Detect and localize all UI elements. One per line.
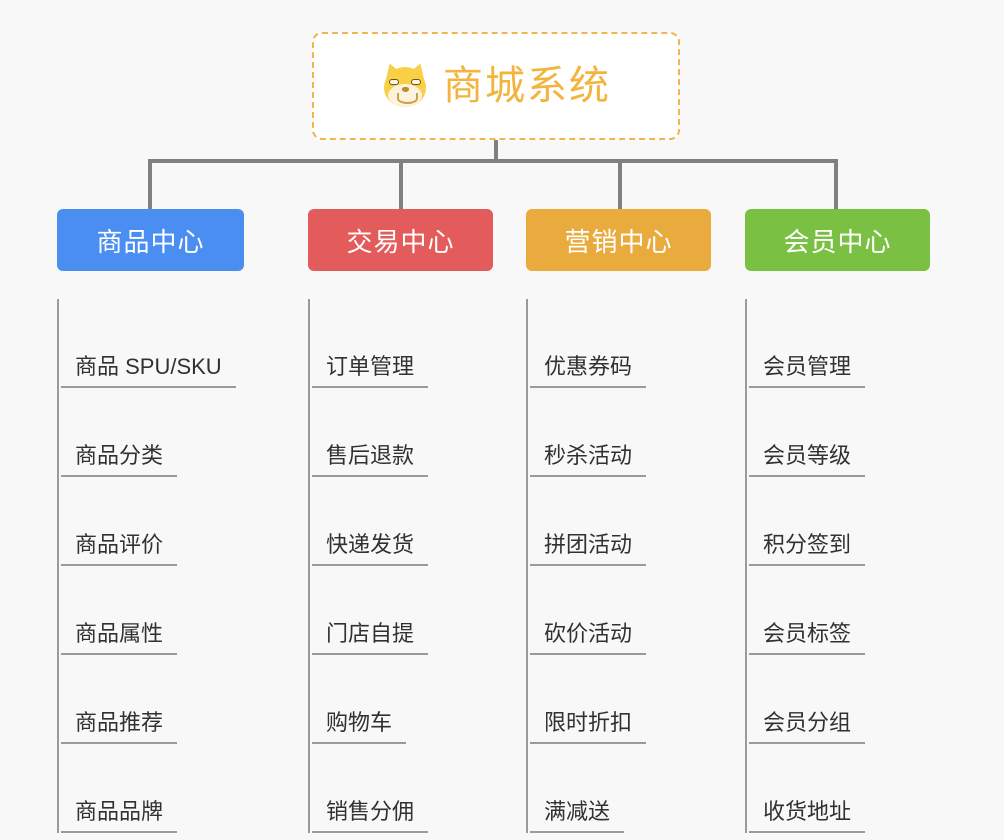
branch-header-4[interactable]: 会员中心 — [745, 209, 930, 271]
leaf-label: 会员分组 — [749, 709, 866, 744]
branch-header-label: 营销中心 — [564, 226, 673, 257]
leaf-item[interactable]: 限时折扣 — [530, 655, 711, 744]
leaf-item[interactable]: 收货地址 — [749, 744, 930, 833]
root-node[interactable]: 商城系统 — [312, 32, 680, 140]
leaf-label: 满减送 — [530, 798, 625, 833]
branch-header-1[interactable]: 商品中心 — [57, 209, 244, 271]
leaf-label: 会员标签 — [749, 620, 866, 655]
leaf-item[interactable]: 拼团活动 — [530, 477, 711, 566]
leaf-label: 销售分佣 — [312, 798, 429, 833]
branch-header-label: 商品中心 — [96, 226, 205, 257]
shiba-dog-face-icon — [381, 60, 429, 110]
leaf-label: 会员等级 — [749, 442, 866, 477]
leaf-item[interactable]: 商品分类 — [61, 388, 244, 477]
leaf-item[interactable]: 商品评价 — [61, 477, 244, 566]
connector-drop-4 — [834, 159, 838, 211]
leaf-item[interactable]: 会员管理 — [749, 299, 930, 388]
connector-drop-1 — [148, 159, 152, 211]
leaf-item[interactable]: 销售分佣 — [312, 744, 493, 833]
leaf-label: 商品品牌 — [61, 798, 178, 833]
leaf-label: 积分签到 — [749, 531, 866, 566]
leaf-list-1: 商品 SPU/SKU 商品分类 商品评价 商品属性 商品推荐 商品品牌 — [57, 299, 244, 833]
leaf-label: 商品分类 — [61, 442, 178, 477]
connector-drop-3 — [618, 159, 622, 211]
branch-header-label: 交易中心 — [346, 226, 455, 257]
branch-header-3[interactable]: 营销中心 — [526, 209, 711, 271]
leaf-list-4: 会员管理 会员等级 积分签到 会员标签 会员分组 收货地址 — [745, 299, 930, 833]
leaf-item[interactable]: 积分签到 — [749, 477, 930, 566]
leaf-list-2: 订单管理 售后退款 快递发货 门店自提 购物车 销售分佣 — [308, 299, 493, 833]
connector-drop-2 — [399, 159, 403, 211]
leaf-label: 商品评价 — [61, 531, 178, 566]
leaf-label: 砍价活动 — [530, 620, 647, 655]
leaf-label: 优惠券码 — [530, 353, 647, 388]
leaf-item[interactable]: 订单管理 — [312, 299, 493, 388]
leaf-label: 拼团活动 — [530, 531, 647, 566]
branch-header-2[interactable]: 交易中心 — [308, 209, 493, 271]
leaf-item[interactable]: 门店自提 — [312, 566, 493, 655]
leaf-label: 商品属性 — [61, 620, 178, 655]
root-title: 商城系统 — [443, 64, 611, 108]
connector-horizontal-bus — [148, 159, 838, 163]
leaf-item[interactable]: 商品 SPU/SKU — [61, 299, 244, 388]
connector-root-stem — [494, 140, 498, 163]
leaf-item[interactable]: 售后退款 — [312, 388, 493, 477]
branch-column-1: 商品中心 商品 SPU/SKU 商品分类 商品评价 商品属性 商品推荐 商品品牌 — [57, 209, 244, 833]
leaf-item[interactable]: 优惠券码 — [530, 299, 711, 388]
leaf-item[interactable]: 砍价活动 — [530, 566, 711, 655]
leaf-label: 售后退款 — [312, 442, 429, 477]
leaf-item[interactable]: 商品品牌 — [61, 744, 244, 833]
branch-column-3: 营销中心 优惠券码 秒杀活动 拼团活动 砍价活动 限时折扣 满减送 — [526, 209, 711, 833]
leaf-item[interactable]: 会员分组 — [749, 655, 930, 744]
leaf-item[interactable]: 商品属性 — [61, 566, 244, 655]
leaf-item[interactable]: 快递发货 — [312, 477, 493, 566]
leaf-item[interactable]: 满减送 — [530, 744, 711, 833]
leaf-label: 秒杀活动 — [530, 442, 647, 477]
leaf-label: 限时折扣 — [530, 709, 647, 744]
leaf-label: 订单管理 — [312, 353, 429, 388]
branch-column-2: 交易中心 订单管理 售后退款 快递发货 门店自提 购物车 销售分佣 — [308, 209, 493, 833]
leaf-item[interactable]: 会员等级 — [749, 388, 930, 477]
leaf-label: 快递发货 — [312, 531, 429, 566]
leaf-item[interactable]: 会员标签 — [749, 566, 930, 655]
leaf-item[interactable]: 秒杀活动 — [530, 388, 711, 477]
leaf-list-3: 优惠券码 秒杀活动 拼团活动 砍价活动 限时折扣 满减送 — [526, 299, 711, 833]
leaf-item[interactable]: 购物车 — [312, 655, 493, 744]
leaf-label: 商品推荐 — [61, 709, 178, 744]
branch-header-label: 会员中心 — [783, 226, 892, 257]
leaf-label: 会员管理 — [749, 353, 866, 388]
branch-column-4: 会员中心 会员管理 会员等级 积分签到 会员标签 会员分组 收货地址 — [745, 209, 930, 833]
leaf-label: 门店自提 — [312, 620, 429, 655]
leaf-label: 商品 SPU/SKU — [61, 353, 236, 388]
leaf-label: 收货地址 — [749, 798, 866, 833]
leaf-item[interactable]: 商品推荐 — [61, 655, 244, 744]
leaf-label: 购物车 — [312, 709, 407, 744]
